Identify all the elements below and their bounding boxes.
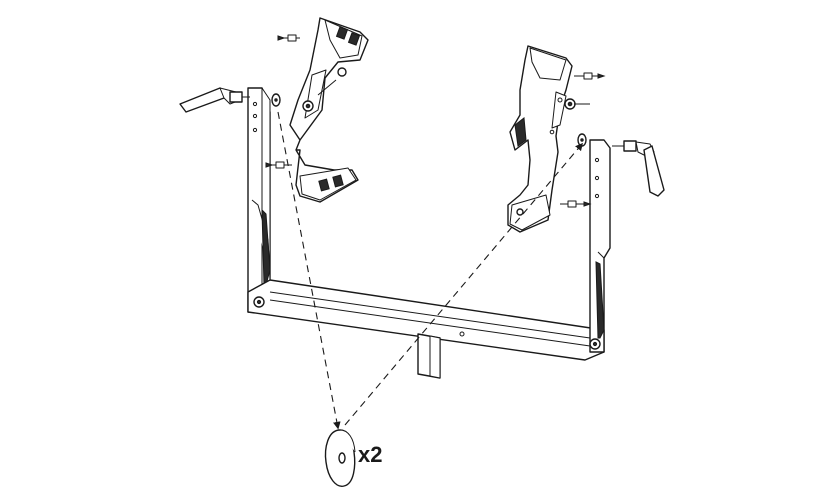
right-pin-bottom: [560, 200, 592, 208]
right-hinge-plate: [507, 45, 606, 233]
left-pin-top: [277, 34, 300, 42]
frame-bracket: [247, 87, 611, 379]
left-washer-small: [271, 93, 281, 107]
guide-lines: [277, 111, 583, 430]
left-hinge-plate: [265, 17, 369, 203]
right-lever-knob: [612, 140, 665, 197]
right-washer-small: [577, 133, 587, 147]
left-lever-knob: [179, 87, 250, 113]
right-pin-top: [574, 72, 606, 80]
quantity-label: x2: [358, 442, 383, 467]
washer: [324, 429, 356, 487]
